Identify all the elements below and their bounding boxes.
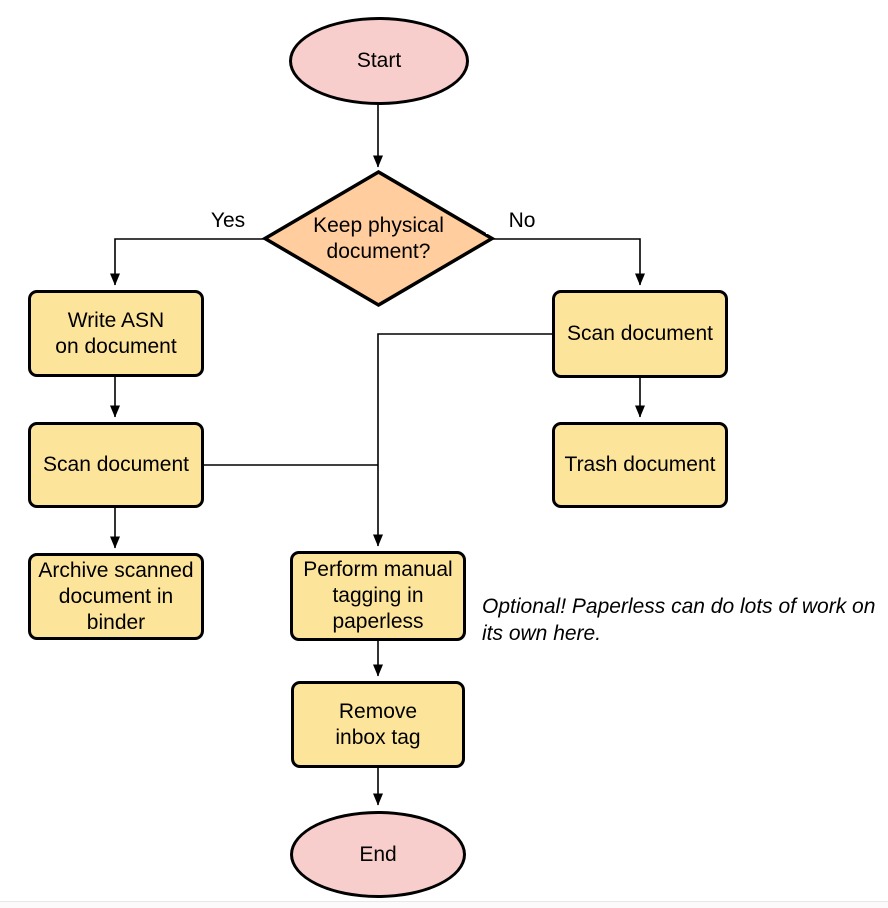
edge-label-yes: Yes	[192, 208, 264, 234]
node-trash-document: Trash document	[552, 422, 728, 508]
node-write-asn: Write ASN on document	[28, 290, 204, 377]
node-remove-inbox-tag-label: Remove inbox tag	[335, 699, 421, 749]
node-scan-document-left-label: Scan document	[43, 453, 189, 476]
decision-diamond-shape	[261, 169, 496, 308]
edge-label-no: No	[486, 208, 558, 234]
node-decision: Keep physical document?	[265, 172, 492, 305]
node-scan-document-left: Scan document	[28, 422, 204, 508]
node-scan-document-right-label: Scan document	[567, 322, 713, 345]
node-trash-document-label: Trash document	[564, 453, 716, 476]
node-start-label: Start	[356, 49, 402, 72]
page-bottom-divider	[0, 901, 888, 908]
node-manual-tagging: Perform manual tagging in paperless	[290, 551, 466, 641]
node-end: End	[290, 811, 466, 898]
edge-scan-right-to-tagging	[373, 333, 552, 547]
edge-decision-no-to-scan-right	[492, 238, 645, 286]
edge-decision-yes-to-write-asn	[110, 238, 265, 286]
node-manual-tagging-label: Perform manual tagging in paperless	[303, 558, 453, 633]
node-start: Start	[289, 17, 469, 105]
node-decision-label: Keep physical document?	[313, 213, 444, 263]
node-write-asn-label: Write ASN on document	[55, 308, 177, 358]
node-remove-inbox-tag: Remove inbox tag	[291, 681, 465, 768]
annotation-optional-note: Optional! Paperless can do lots of work …	[482, 595, 876, 645]
node-end-label: End	[359, 842, 397, 866]
node-archive-binder-label: Archive scanned document in binder	[38, 558, 194, 634]
node-archive-binder: Archive scanned document in binder	[28, 553, 204, 640]
node-scan-document-right: Scan document	[552, 290, 728, 378]
